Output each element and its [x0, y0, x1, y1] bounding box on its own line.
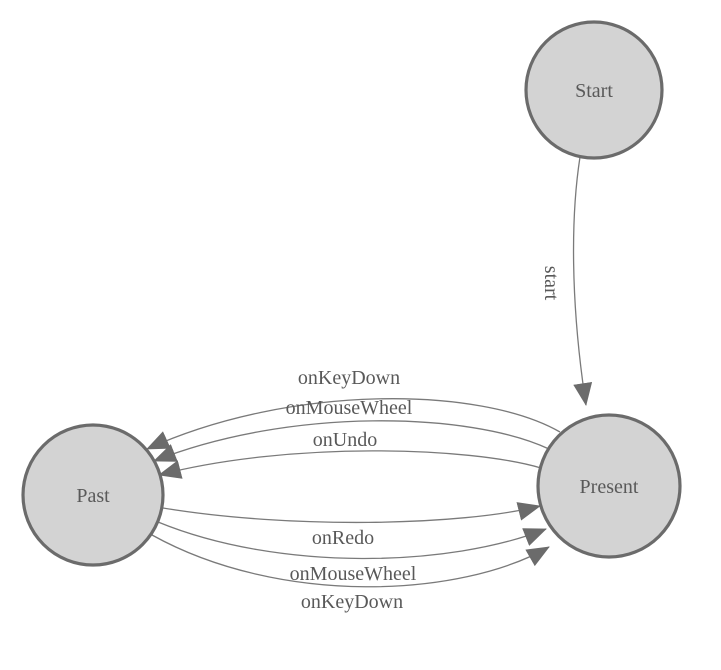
edge-label-past-to-present-onmousewheel: onMouseWheel	[290, 563, 417, 585]
transition-edge-start-to-present	[572, 156, 593, 406]
state-node-present	[536, 413, 682, 559]
edge-label-past-to-present-onredo: onRedo	[312, 527, 374, 549]
edge-labels-layer: start onKeyDown onMouseWheel onUndo onRedo on…	[286, 266, 562, 613]
node-label-past: Past	[76, 485, 110, 507]
edge-label-start-to-present: start	[540, 266, 562, 301]
edges-layer	[146, 156, 593, 588]
state-node-start	[524, 20, 664, 160]
node-label-start: Start	[575, 80, 613, 102]
transition-edge-present-to-past-onkeydown	[146, 398, 561, 450]
transition-edge-past-to-present-onredo	[162, 502, 541, 524]
edge-label-present-to-past-onundo: onUndo	[313, 429, 377, 451]
state-node-past	[21, 423, 165, 567]
transition-edge-present-to-past-onundo	[158, 450, 542, 479]
transition-edge-past-to-present-onmousewheel	[157, 521, 547, 560]
node-label-present: Present	[580, 476, 639, 498]
transition-edge-present-to-past-onmousewheel	[153, 420, 550, 462]
edge-label-present-to-past-onmousewheel: onMouseWheel	[286, 397, 413, 419]
transition-edge-past-to-present-onkeydown	[151, 534, 550, 588]
edge-label-past-to-present-onkeydown: onKeyDown	[301, 591, 403, 613]
edge-label-present-to-past-onkeydown: onKeyDown	[298, 367, 400, 389]
